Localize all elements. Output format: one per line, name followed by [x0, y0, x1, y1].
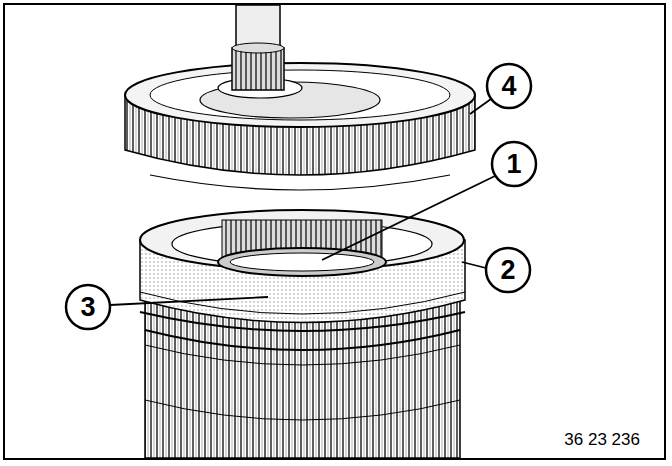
callout-number: 4 — [501, 73, 516, 100]
figure-number: 36 23 236 — [564, 431, 640, 448]
callout-number: 1 — [506, 151, 521, 178]
callout-circle — [66, 64, 536, 329]
bearing-ring — [140, 210, 465, 331]
callout-number: 2 — [500, 257, 515, 284]
upper-gear — [125, 63, 475, 190]
callout-number: 3 — [80, 294, 95, 321]
frame — [4, 4, 665, 459]
snap-ring — [218, 220, 386, 276]
lower-gear — [145, 300, 460, 458]
shaft — [232, 5, 284, 90]
leader-line — [110, 99, 495, 305]
